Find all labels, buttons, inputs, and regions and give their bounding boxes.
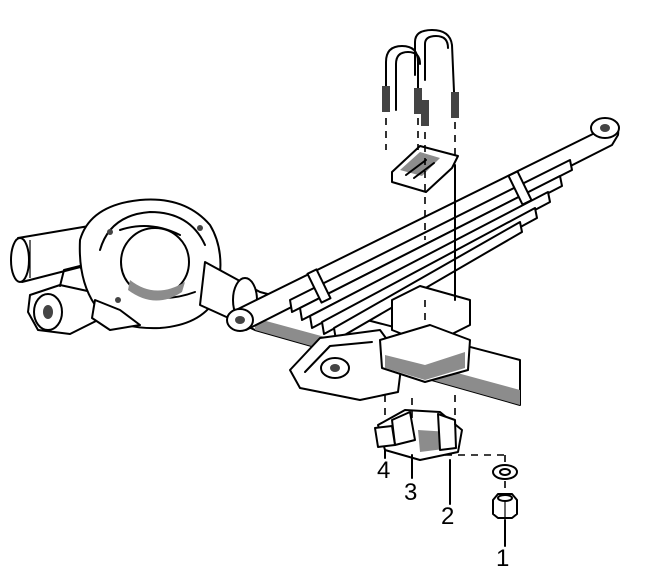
nut-item-1 [492, 493, 518, 519]
callout-3: 3 [404, 479, 417, 506]
callout-2: 2 [441, 503, 454, 530]
differential-housing [78, 198, 222, 331]
spring-seat-bracket [289, 324, 471, 401]
leader-lines [384, 449, 506, 547]
u-bolt-threads [382, 86, 459, 126]
spring-plate-item-3 [374, 409, 463, 461]
callout-1: 1 [496, 545, 509, 572]
callout-4: 4 [377, 457, 390, 484]
washer [492, 464, 518, 480]
u-bolt-spacer-plate [391, 145, 459, 193]
u-bolts [382, 29, 459, 126]
pinion-yoke [27, 265, 99, 335]
